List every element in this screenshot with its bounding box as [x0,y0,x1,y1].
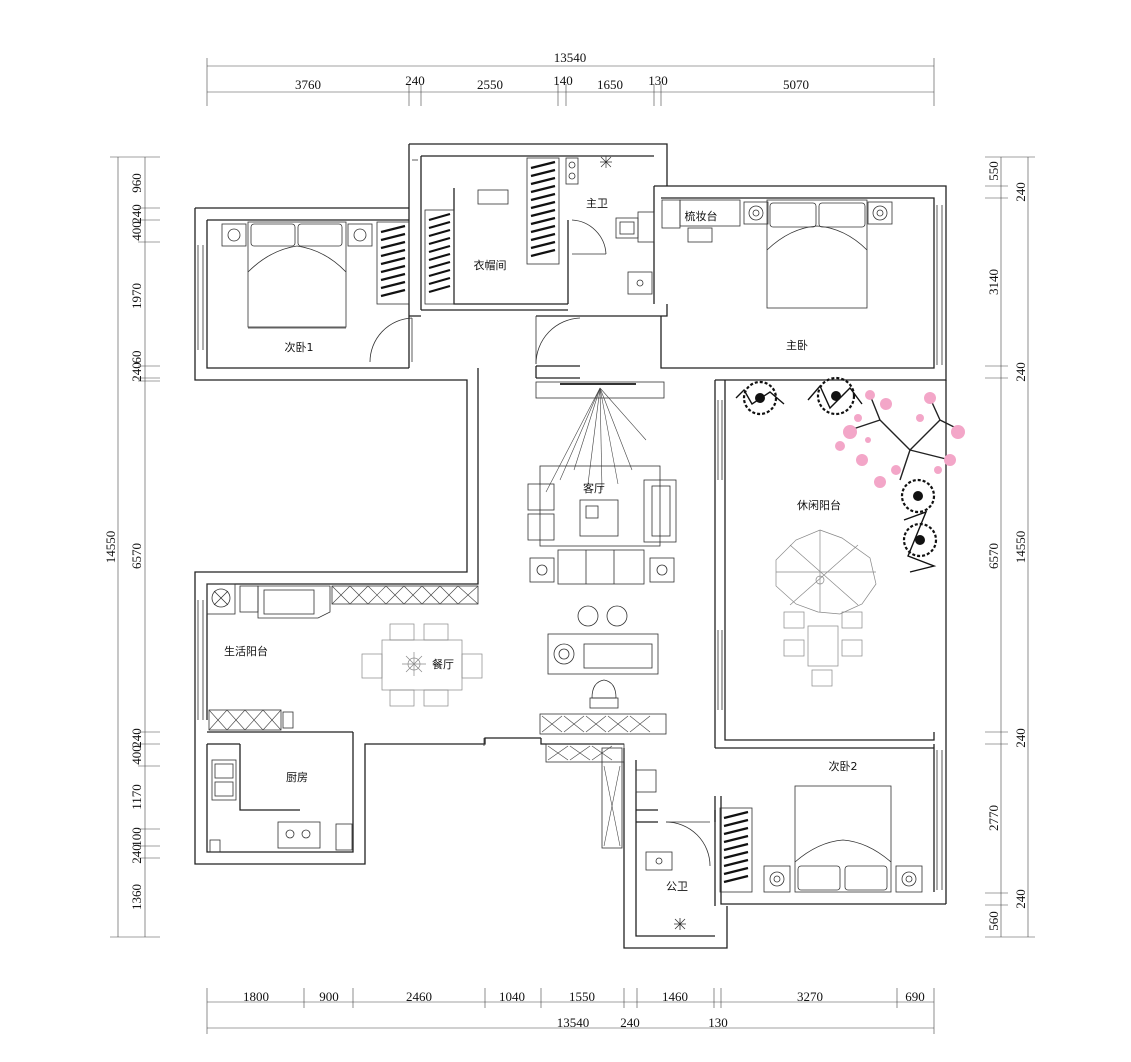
cabinet-crosses [208,585,479,731]
master-bath-fixtures [600,156,655,295]
label-dressing-table: 梳妆台 [685,209,718,223]
windows [197,159,943,890]
center-cabinet-crosses [541,715,651,847]
wardrobes [376,157,753,893]
dim-left-13: 1360 [129,884,144,910]
public-bath-fixtures [645,851,686,930]
plants [735,376,938,573]
label-living-room: 客厅 [583,481,605,495]
dim-left-12: 240 [129,844,144,864]
dim-left-6: 60 [129,351,144,364]
dim-top-5: 1650 [597,77,623,92]
dimension-left [110,156,160,938]
projection-lines [545,387,647,493]
dim-bottom-6: 1460 [662,989,688,1004]
label-bedroom1: 次卧1 [285,340,314,354]
dim-top-3: 2550 [477,77,503,92]
bed-master [743,199,893,309]
dim-left-total: 14550 [103,531,118,564]
dim-top-1: 3760 [295,77,321,92]
dim-top-7: 5070 [783,77,809,92]
dim-bottom-5: 1550 [569,989,595,1004]
dim-right-2: 240 [1013,182,1028,202]
wardrobe-room-items [477,157,579,205]
dim-bottom-total: 13540 [557,1015,590,1030]
dim-left-3: 400 [129,221,144,241]
dim-right-total: 14550 [1013,531,1028,564]
label-utility-balcony: 生活阳台 [224,644,268,658]
dim-top-4: 140 [553,73,573,88]
dim-top-2: 240 [405,73,425,88]
label-dining-room: 餐厅 [432,657,454,671]
dimension-right [985,156,1035,938]
dim-right-6: 240 [1013,728,1028,748]
living-room-sofa-set [527,465,677,585]
dim-left-10: 1170 [129,784,144,810]
label-leisure-balcony: 休闲阳台 [797,498,841,512]
doors [369,219,711,867]
dressing-table [661,199,741,243]
dim-left-4: 1970 [129,283,144,309]
dim-left-8: 240 [129,728,144,748]
dim-bottom-extra-1: 240 [620,1015,640,1030]
patio-umbrella-set [775,529,877,687]
blossom-tree [835,390,965,488]
dim-bottom-extra-2: 130 [708,1015,728,1030]
bed-bedroom1 [221,221,373,329]
wardrobe-hatching [380,160,749,884]
dim-right-9: 560 [986,911,1001,931]
dim-bottom-3: 2460 [406,989,432,1004]
label-bedroom2: 次卧2 [829,759,858,773]
dim-top-total: 13540 [554,50,587,65]
dim-left-11: 100 [129,827,144,847]
dim-right-1: 550 [986,161,1001,181]
label-wardrobe-room: 衣帽间 [474,258,507,272]
dim-bottom-7: 3270 [797,989,823,1004]
dim-bottom-8: 690 [905,989,925,1004]
dim-right-8: 240 [1013,889,1028,909]
dim-left-9: 400 [129,745,144,765]
label-kitchen: 厨房 [286,771,308,784]
dimension-top [206,58,935,106]
dim-left-5: 240 [129,362,144,382]
center-cabinets [539,713,667,793]
dim-left-2: 240 [129,204,144,224]
dimension-left-labels: 14550 960 240 400 1970 240 60 6570 240 4… [103,173,144,910]
dimension-bottom [206,988,935,1034]
dimension-right-labels: 550 240 3140 240 6570 14550 240 2770 240… [986,161,1028,931]
dim-right-4: 240 [1013,362,1028,382]
label-master-bath: 主卫 [586,197,608,210]
dim-left-1: 960 [129,173,144,193]
label-master-bedroom: 主卧 [786,339,808,352]
dim-top-6: 130 [648,73,668,88]
dim-bottom-2: 900 [319,989,339,1004]
dim-bottom-1: 1800 [243,989,269,1004]
dim-right-3: 3140 [986,269,1001,295]
dim-left-7: 6570 [129,543,144,569]
dim-right-5: 6570 [986,543,1001,569]
dim-right-7: 2770 [986,805,1001,831]
label-public-bath: 公卫 [666,880,688,893]
dining-table [361,623,483,707]
dim-bottom-4: 1040 [499,989,525,1004]
bed-bedroom2 [763,785,923,893]
island-counter [547,605,659,709]
